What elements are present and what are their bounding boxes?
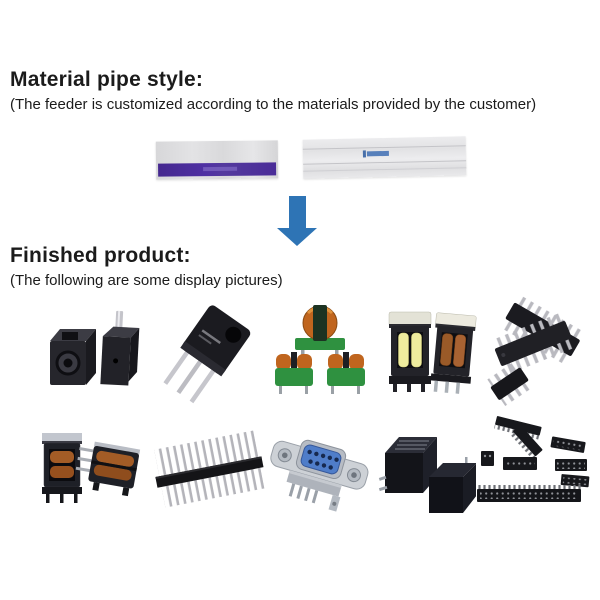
product-image-toroidal-chokes [267, 296, 372, 402]
product-image-uu-transformers [377, 298, 477, 403]
product-image-pin-header [147, 418, 267, 518]
down-arrow-head [277, 228, 317, 246]
clear-material-pipe-image [302, 136, 467, 179]
relays-icon [378, 437, 476, 513]
uu-line-filters-icon [42, 433, 141, 503]
dip-ics-icon [487, 295, 584, 407]
material-heading: Material pipe style: [10, 68, 204, 91]
down-arrow-icon [289, 196, 306, 229]
purple-strip [158, 162, 277, 177]
purple-material-pipe-image [155, 140, 279, 180]
db9-connector-icon [270, 439, 369, 512]
product-image-relays [371, 419, 476, 519]
product-image-power-transistor [154, 296, 262, 404]
finished-heading: Finished product: [10, 244, 191, 267]
product-image-dc-power-jacks [34, 303, 154, 403]
blue-print-mark [366, 150, 389, 157]
product-image-uu-line-filters [30, 419, 145, 514]
product-image-db9-connector [261, 414, 376, 526]
header-sockets-icon [477, 416, 590, 502]
pin-header-icon [154, 430, 265, 508]
product-image-header-sockets [467, 411, 597, 516]
power-transistor-icon [163, 305, 251, 404]
material-subtext: (The feeder is customized according to t… [10, 96, 537, 113]
dc-power-jacks-icon [50, 310, 140, 386]
toroidal-chokes-icon [275, 305, 365, 394]
uu-transformers-icon [388, 311, 477, 394]
finished-subtext: (The following are some display pictures… [10, 272, 283, 289]
product-image-dip-ics [471, 291, 596, 409]
